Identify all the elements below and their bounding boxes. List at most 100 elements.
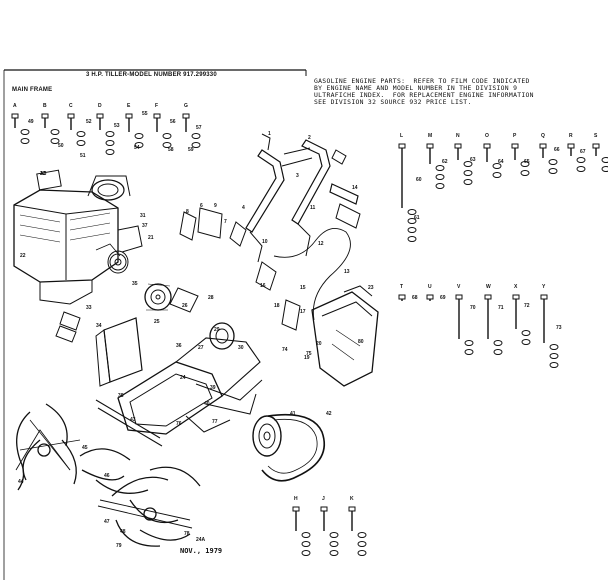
part-callout: 66 [554, 147, 560, 153]
part-callout: 64 [498, 159, 504, 165]
part-callout: 23 [368, 285, 374, 291]
part-callout: 61 [414, 215, 420, 221]
hardware-label-a: A [13, 103, 17, 109]
part-callout: 63 [470, 157, 476, 163]
part-callout: 22 [20, 253, 26, 259]
hardware-label-j: J [322, 496, 325, 502]
hardware-label-s: S [594, 133, 598, 139]
part-callout: 42 [326, 411, 332, 417]
part-callout: 27 [198, 345, 204, 351]
part-callout: 65 [524, 159, 530, 165]
part-callout: 24 [180, 375, 186, 381]
hardware-label-u: U [428, 284, 432, 290]
part-callout: 21 [148, 235, 154, 241]
diagram-date: NOV., 1979 [180, 547, 223, 555]
hardware-label-y: Y [542, 284, 546, 290]
part-callout: 16 [260, 283, 266, 289]
hardware-label-g: G [184, 103, 188, 109]
part-callout: 26 [182, 303, 188, 309]
part-callout: 41 [290, 411, 296, 417]
part-callout: 67 [580, 149, 586, 155]
part-callout: 54 [134, 145, 140, 151]
part-callout: 44 [18, 479, 24, 485]
part-callout: 35 [132, 281, 138, 287]
tines-drawing [15, 403, 201, 547]
part-callout: 77 [212, 419, 218, 425]
part-callout: 14 [352, 185, 358, 191]
part-callout: 24A [196, 537, 206, 543]
part-callout: 74 [282, 347, 288, 353]
hardware-label-k: K [350, 496, 354, 502]
hardware-label-w: W [486, 284, 491, 290]
part-callout: 20 [316, 341, 322, 347]
part-callout: 11 [310, 205, 316, 211]
part-callout: 60 [416, 177, 422, 183]
part-callout: 17 [300, 309, 306, 315]
part-callout: 34 [96, 323, 102, 329]
part-callout: 25 [154, 319, 160, 325]
part-callout: 43 [130, 417, 136, 423]
part-callout: 80 [358, 339, 364, 345]
part-callout: 59 [188, 147, 194, 153]
part-callout: 71 [498, 305, 504, 311]
part-callout: A3 [40, 171, 47, 177]
hardware-label-q: Q [541, 133, 545, 139]
part-callout: 76 [176, 421, 182, 427]
part-callout: 31 [140, 213, 146, 219]
part-callout: 68 [412, 295, 418, 301]
part-callout: 51 [80, 153, 86, 159]
part-callout: 8 [186, 209, 189, 215]
part-callout: 28 [208, 295, 214, 301]
part-callout: 50 [58, 143, 64, 149]
hardware-label-t: T [400, 284, 404, 290]
hardware-label-v: V [457, 284, 461, 290]
hardware-label-h: H [294, 496, 298, 502]
hardware-label-l: L [400, 133, 404, 139]
hardware-label-f: F [155, 103, 159, 109]
part-callout: 39 [210, 385, 216, 391]
part-callout: 49 [28, 119, 34, 125]
part-callout: 3 [296, 173, 299, 179]
part-callout: 18 [274, 303, 280, 309]
part-callout: 58 [168, 147, 174, 153]
part-callout: 56 [170, 119, 176, 125]
part-callout: 13 [344, 269, 350, 275]
part-callout: 37 [142, 223, 148, 229]
engine-note-line-4: SEE DIVISION 32 SOURCE 932 PRICE LIST. [314, 98, 472, 106]
part-callout: 73 [556, 325, 562, 331]
part-callout: 4 [242, 205, 245, 211]
part-callout: 36 [176, 343, 182, 349]
hardware-label-m: M [428, 133, 433, 139]
part-callout: 9 [214, 203, 217, 209]
belt-guard-drawing [311, 285, 379, 387]
hardware-label-c: C [69, 103, 73, 109]
wheels-drawing [107, 250, 235, 350]
handle-drawing [179, 133, 361, 263]
part-callout: 30 [238, 345, 244, 351]
part-callout: 57 [196, 125, 202, 131]
part-callout: 33 [86, 305, 92, 311]
part-callout: 53 [114, 123, 120, 129]
part-callout: 78 [184, 531, 190, 537]
part-callout: 46 [104, 473, 110, 479]
part-callout: 38 [118, 393, 124, 399]
part-callout: 2 [308, 135, 311, 141]
part-callout: 62 [442, 159, 448, 165]
engine-note-line-2: BY ENGINE NAME AND MODEL NUMBER IN THE D… [314, 84, 518, 92]
pulley-belt-drawing [252, 413, 326, 482]
engine-note-line-1: GASOLINE ENGINE PARTS: REFER TO FILM COD… [314, 77, 530, 85]
part-callout: 55 [142, 111, 148, 117]
part-callout: 40 [204, 401, 210, 407]
hardware-label-p: P [513, 133, 517, 139]
hardware-label-d: D [98, 103, 102, 109]
hardware-label-n: N [456, 133, 460, 139]
hardware-label-r: R [569, 133, 573, 139]
part-callout: 15 [300, 285, 306, 291]
engine-note-line-3: ULTRAFICHE INDEX. FOR REPLACEMENT ENGINE… [314, 91, 534, 99]
part-callout: 79 [116, 543, 122, 549]
part-callout: 7 [224, 219, 227, 225]
part-callout: 10 [262, 239, 268, 245]
part-callout: 19 [304, 355, 310, 361]
part-callout: 47 [104, 519, 110, 525]
